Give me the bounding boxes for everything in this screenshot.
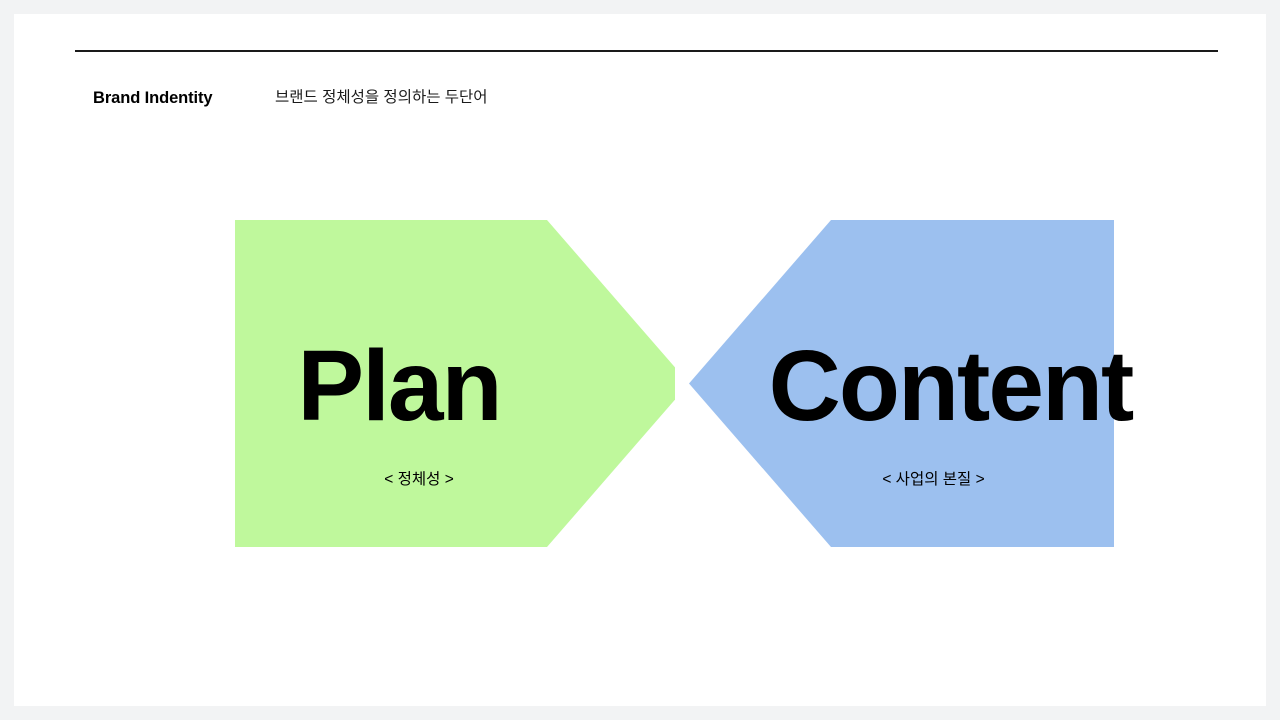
- page-subtitle: 브랜드 정체성을 정의하는 두단어: [275, 89, 488, 106]
- chevron-block-plan[interactable]: Plan < 정체성 >: [235, 220, 675, 547]
- chevron-shape-plan: [235, 220, 675, 547]
- header-divider-rule: [75, 50, 1218, 52]
- slide-canvas: Brand Indentity 브랜드 정체성을 정의하는 두단어 Plan <…: [14, 14, 1266, 706]
- chevron-shape-content: [689, 220, 1114, 547]
- header: Brand Indentity 브랜드 정체성을 정의하는 두단어: [93, 86, 1193, 116]
- page-title: Brand Indentity: [93, 89, 213, 107]
- chevron-block-content[interactable]: Content < 사업의 본질 >: [675, 220, 1134, 547]
- chevron-diagram: Plan < 정체성 > Content < 사업의 본질 >: [14, 14, 1266, 706]
